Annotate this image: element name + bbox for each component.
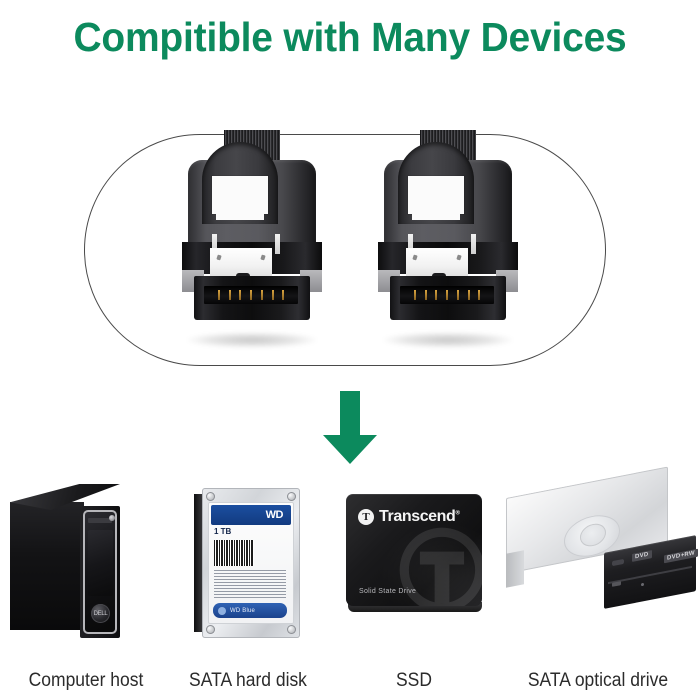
connector-window bbox=[408, 176, 464, 220]
ssd-bottom-edge bbox=[348, 602, 482, 612]
ssd-casing: T Transcend® Solid State Drive bbox=[346, 494, 482, 606]
connector-window bbox=[212, 176, 268, 220]
transcend-t-icon: T bbox=[358, 509, 374, 525]
device-ssd: T Transcend® Solid State Drive SSD bbox=[330, 476, 498, 700]
gold-pin bbox=[446, 290, 448, 300]
optical-drive-art: DVD DVD+RW bbox=[506, 466, 698, 616]
device-label-computer-host: Computer host bbox=[28, 670, 144, 691]
gold-pin bbox=[239, 290, 242, 300]
hdd-screw-icon bbox=[206, 625, 215, 634]
hdd-screw-icon bbox=[206, 492, 215, 501]
latch-arm-right bbox=[275, 234, 280, 254]
power-button-icon bbox=[109, 515, 115, 521]
hdd-capacity-text: 1 TB bbox=[214, 527, 232, 536]
device-label-sata-hard-disk: SATA hard disk bbox=[189, 670, 307, 691]
ssd-subtitle: Solid State Drive bbox=[359, 588, 417, 595]
transcend-logo: T Transcend® bbox=[358, 508, 460, 526]
page-title: Compitible with Many Devices bbox=[73, 14, 627, 60]
gold-pin bbox=[413, 290, 416, 300]
gold-pin bbox=[456, 290, 459, 300]
wd-badge-dot-icon bbox=[218, 606, 226, 615]
down-arrow-icon bbox=[323, 391, 377, 464]
device-sata-hard-disk: WD 1 TB WD Blue SATA hard disk bbox=[168, 476, 328, 700]
compatible-devices-row: DELL Computer host WD 1 TB bbox=[0, 466, 700, 700]
device-label-ssd: SSD bbox=[396, 670, 432, 691]
gold-pin bbox=[228, 290, 231, 300]
gold-pin bbox=[478, 290, 481, 300]
latch-arm-right bbox=[471, 234, 476, 254]
hdd-label: WD 1 TB WD Blue bbox=[208, 502, 294, 624]
connector-shadow bbox=[382, 332, 514, 348]
dell-logo-icon: DELL bbox=[91, 604, 110, 623]
transcend-wordmark: Transcend® bbox=[379, 508, 460, 525]
odd-side-panel bbox=[506, 550, 524, 588]
hard-drive-art: WD 1 TB WD Blue bbox=[194, 488, 302, 638]
gold-pin bbox=[467, 290, 470, 300]
gold-pin bbox=[217, 290, 220, 300]
gold-pin bbox=[282, 290, 285, 300]
tower-side-panel bbox=[10, 502, 84, 630]
sata-connector-left bbox=[176, 130, 328, 348]
latch-arm-left bbox=[408, 234, 413, 254]
hdd-fineprint bbox=[214, 570, 286, 600]
hdd-side-edge bbox=[194, 494, 203, 632]
pin-cavity bbox=[400, 286, 494, 304]
tower-optical-slot bbox=[88, 518, 112, 523]
hdd-screw-icon bbox=[287, 625, 296, 634]
sata-connector-right bbox=[372, 130, 524, 348]
wd-wordmark: WD bbox=[265, 509, 284, 521]
hero-oval-frame bbox=[84, 134, 606, 366]
gold-pin bbox=[260, 290, 263, 300]
gold-pin bbox=[435, 290, 438, 300]
device-label-sata-optical-drive: SATA optical drive bbox=[527, 670, 669, 691]
barcode-icon bbox=[214, 540, 254, 566]
gold-pin bbox=[271, 290, 274, 300]
gold-pin bbox=[424, 290, 427, 300]
tower-vent-panel bbox=[88, 530, 113, 596]
hdd-screw-icon bbox=[287, 492, 296, 501]
wd-logo-band: WD bbox=[211, 505, 291, 525]
ssd-art: T Transcend® Solid State Drive bbox=[346, 494, 488, 618]
wd-blue-badge: WD Blue bbox=[213, 603, 287, 618]
device-computer-host: DELL Computer host bbox=[0, 476, 172, 700]
gold-pin bbox=[250, 290, 252, 300]
connector-shadow bbox=[186, 332, 318, 348]
wd-badge-text: WD Blue bbox=[230, 607, 256, 614]
transcend-watermark-icon bbox=[399, 527, 482, 606]
device-sata-optical-drive: DVD DVD+RW SATA optical drive bbox=[496, 466, 700, 700]
latch-arm-left bbox=[212, 234, 217, 254]
desktop-tower-art: DELL bbox=[10, 484, 158, 644]
pin-cavity bbox=[204, 286, 298, 304]
